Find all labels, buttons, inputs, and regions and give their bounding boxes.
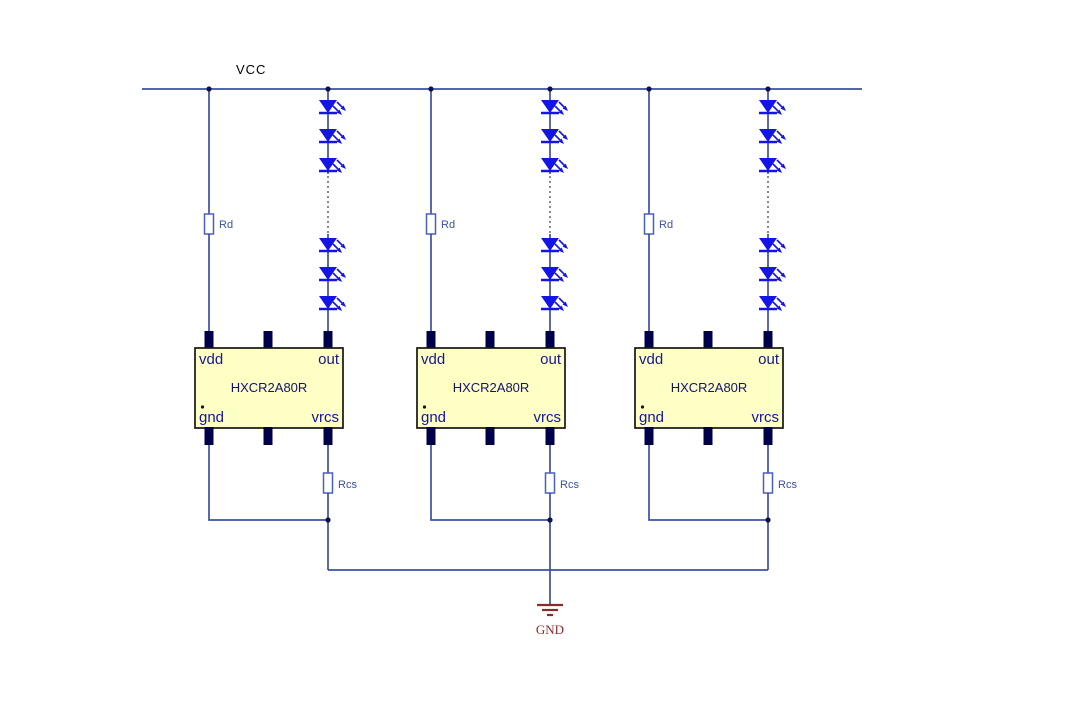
gnd-wire [208, 445, 328, 521]
pin-bottom-middle [263, 427, 273, 445]
rd-label: Rd [441, 219, 455, 231]
pin1-dot [640, 405, 645, 409]
circuit-block-3: Rd vdd out HXCR2A80R gnd vrcs Rcs [634, 86, 797, 570]
pin1-dot [422, 405, 427, 409]
pin-label-vdd: vdd [421, 351, 445, 368]
led-icon [757, 236, 788, 255]
junction-dot [646, 86, 652, 92]
junction-dot [547, 517, 553, 523]
led-icon [539, 236, 570, 255]
gnd-wire [648, 445, 768, 521]
resistor-rd [425, 213, 437, 235]
pin-label-out: out [540, 351, 562, 368]
rd-label: Rd [219, 219, 233, 231]
pin-top-middle [485, 331, 495, 349]
led-icon [757, 127, 788, 146]
pin-vdd [644, 331, 654, 349]
vcc-label: VCC [236, 62, 266, 77]
pin-label-vrcs: vrcs [534, 409, 562, 426]
gnd-wire [430, 445, 550, 521]
pin-bottom-middle [485, 427, 495, 445]
junction-dot [206, 86, 212, 92]
ic-body [416, 347, 566, 429]
junction-dot [325, 86, 331, 92]
chip-label: HXCR2A80R [671, 380, 748, 395]
pin-vdd [426, 331, 436, 349]
junction-dot [547, 86, 553, 92]
resistor-rd [203, 213, 215, 235]
junction-dot [765, 86, 771, 92]
led-icon [317, 98, 348, 117]
ic-body [194, 347, 344, 429]
led-icon [317, 294, 348, 313]
chip-label: HXCR2A80R [231, 380, 308, 395]
resistor-rcs [544, 472, 556, 494]
led-icon [757, 98, 788, 117]
pin-label-gnd: gnd [199, 409, 224, 426]
gnd-label: GND [536, 622, 564, 637]
led-icon [539, 294, 570, 313]
led-icon [539, 98, 570, 117]
pin-label-vdd: vdd [639, 351, 663, 368]
pin-vrcs [763, 427, 773, 445]
circuit-block-2: Rd vdd out HXCR2A80R gnd vrcs Rcs [416, 86, 579, 570]
pin-out [763, 331, 773, 349]
pin-gnd [204, 427, 214, 445]
pin-top-middle [703, 331, 713, 349]
pin-out [545, 331, 555, 349]
junction-dot [325, 517, 331, 523]
pin-label-vdd: vdd [199, 351, 223, 368]
chip-label: HXCR2A80R [453, 380, 530, 395]
pin-label-gnd: gnd [639, 409, 664, 426]
resistor-rd [643, 213, 655, 235]
led-icon [539, 156, 570, 175]
rcs-label: Rcs [560, 479, 579, 491]
led-icon [757, 265, 788, 284]
junction-dot [428, 86, 434, 92]
rcs-label: Rcs [338, 479, 357, 491]
pin-bottom-middle [703, 427, 713, 445]
rd-label: Rd [659, 219, 673, 231]
pin-top-middle [263, 331, 273, 349]
pin-label-gnd: gnd [421, 409, 446, 426]
junction-dot [765, 517, 771, 523]
pin-vrcs [545, 427, 555, 445]
led-icon [539, 265, 570, 284]
pin-vrcs [323, 427, 333, 445]
led-icon [317, 156, 348, 175]
ground-symbol: GND [536, 570, 564, 637]
pin-label-vrcs: vrcs [752, 409, 780, 426]
pin-vdd [204, 331, 214, 349]
led-icon [317, 265, 348, 284]
led-icon [317, 236, 348, 255]
pin1-dot [200, 405, 205, 409]
pin-gnd [426, 427, 436, 445]
ic-body [634, 347, 784, 429]
pin-label-out: out [758, 351, 780, 368]
pin-label-out: out [318, 351, 340, 368]
rcs-label: Rcs [778, 479, 797, 491]
pin-label-vrcs: vrcs [312, 409, 340, 426]
pin-gnd [644, 427, 654, 445]
circuit-block-1: Rd vdd out HXCR2A80R gnd vrcs Rcs [194, 86, 357, 570]
led-icon [317, 127, 348, 146]
resistor-rcs [322, 472, 334, 494]
pin-out [323, 331, 333, 349]
led-icon [757, 156, 788, 175]
led-icon [757, 294, 788, 313]
led-icon [539, 127, 570, 146]
resistor-rcs [762, 472, 774, 494]
